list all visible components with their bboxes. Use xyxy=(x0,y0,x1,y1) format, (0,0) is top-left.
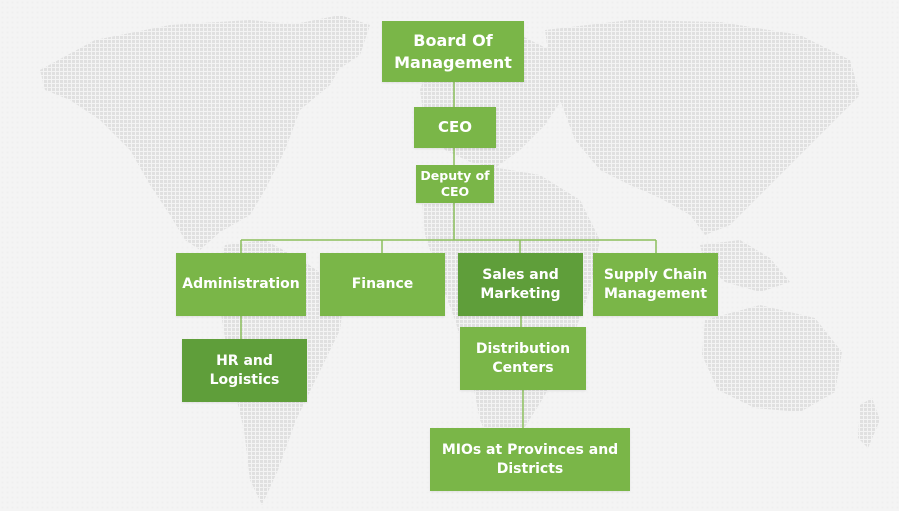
ceo-node: CEO xyxy=(414,107,496,148)
sales-marketing-node: Sales and Marketing xyxy=(458,253,583,316)
australia-shape xyxy=(702,305,842,412)
hr-logistics-node: HR and Logistics xyxy=(182,339,307,402)
board-of-management-label: Board Of Management xyxy=(394,30,512,72)
mios-node: MIOs at Provinces and Districts xyxy=(430,428,630,491)
supply-chain-node: Supply Chain Management xyxy=(593,253,718,316)
finance-node: Finance xyxy=(320,253,445,316)
north-america-shape xyxy=(40,20,350,250)
deputy-ceo-label: Deputy of CEO xyxy=(420,168,490,199)
hr-logistics-label: HR and Logistics xyxy=(209,352,280,388)
mios-label: MIOs at Provinces and Districts xyxy=(441,441,619,477)
new-zealand-shape xyxy=(858,398,880,448)
greenland-shape xyxy=(290,15,370,75)
finance-label: Finance xyxy=(351,276,414,293)
asia-shape xyxy=(545,20,860,235)
distribution-centers-label: Distribution Centers xyxy=(475,340,571,376)
ceo-label: CEO xyxy=(437,118,472,137)
distribution-centers-node: Distribution Centers xyxy=(460,327,586,390)
deputy-ceo-node: Deputy of CEO xyxy=(416,165,494,203)
sales-marketing-label: Sales and Marketing xyxy=(480,266,561,302)
sea-islands-shape xyxy=(700,240,790,292)
administration-node: Administration xyxy=(176,253,306,316)
administration-label: Administration xyxy=(182,276,300,293)
board-of-management-node: Board Of Management xyxy=(382,21,524,82)
supply-chain-label: Supply Chain Management xyxy=(603,266,708,302)
